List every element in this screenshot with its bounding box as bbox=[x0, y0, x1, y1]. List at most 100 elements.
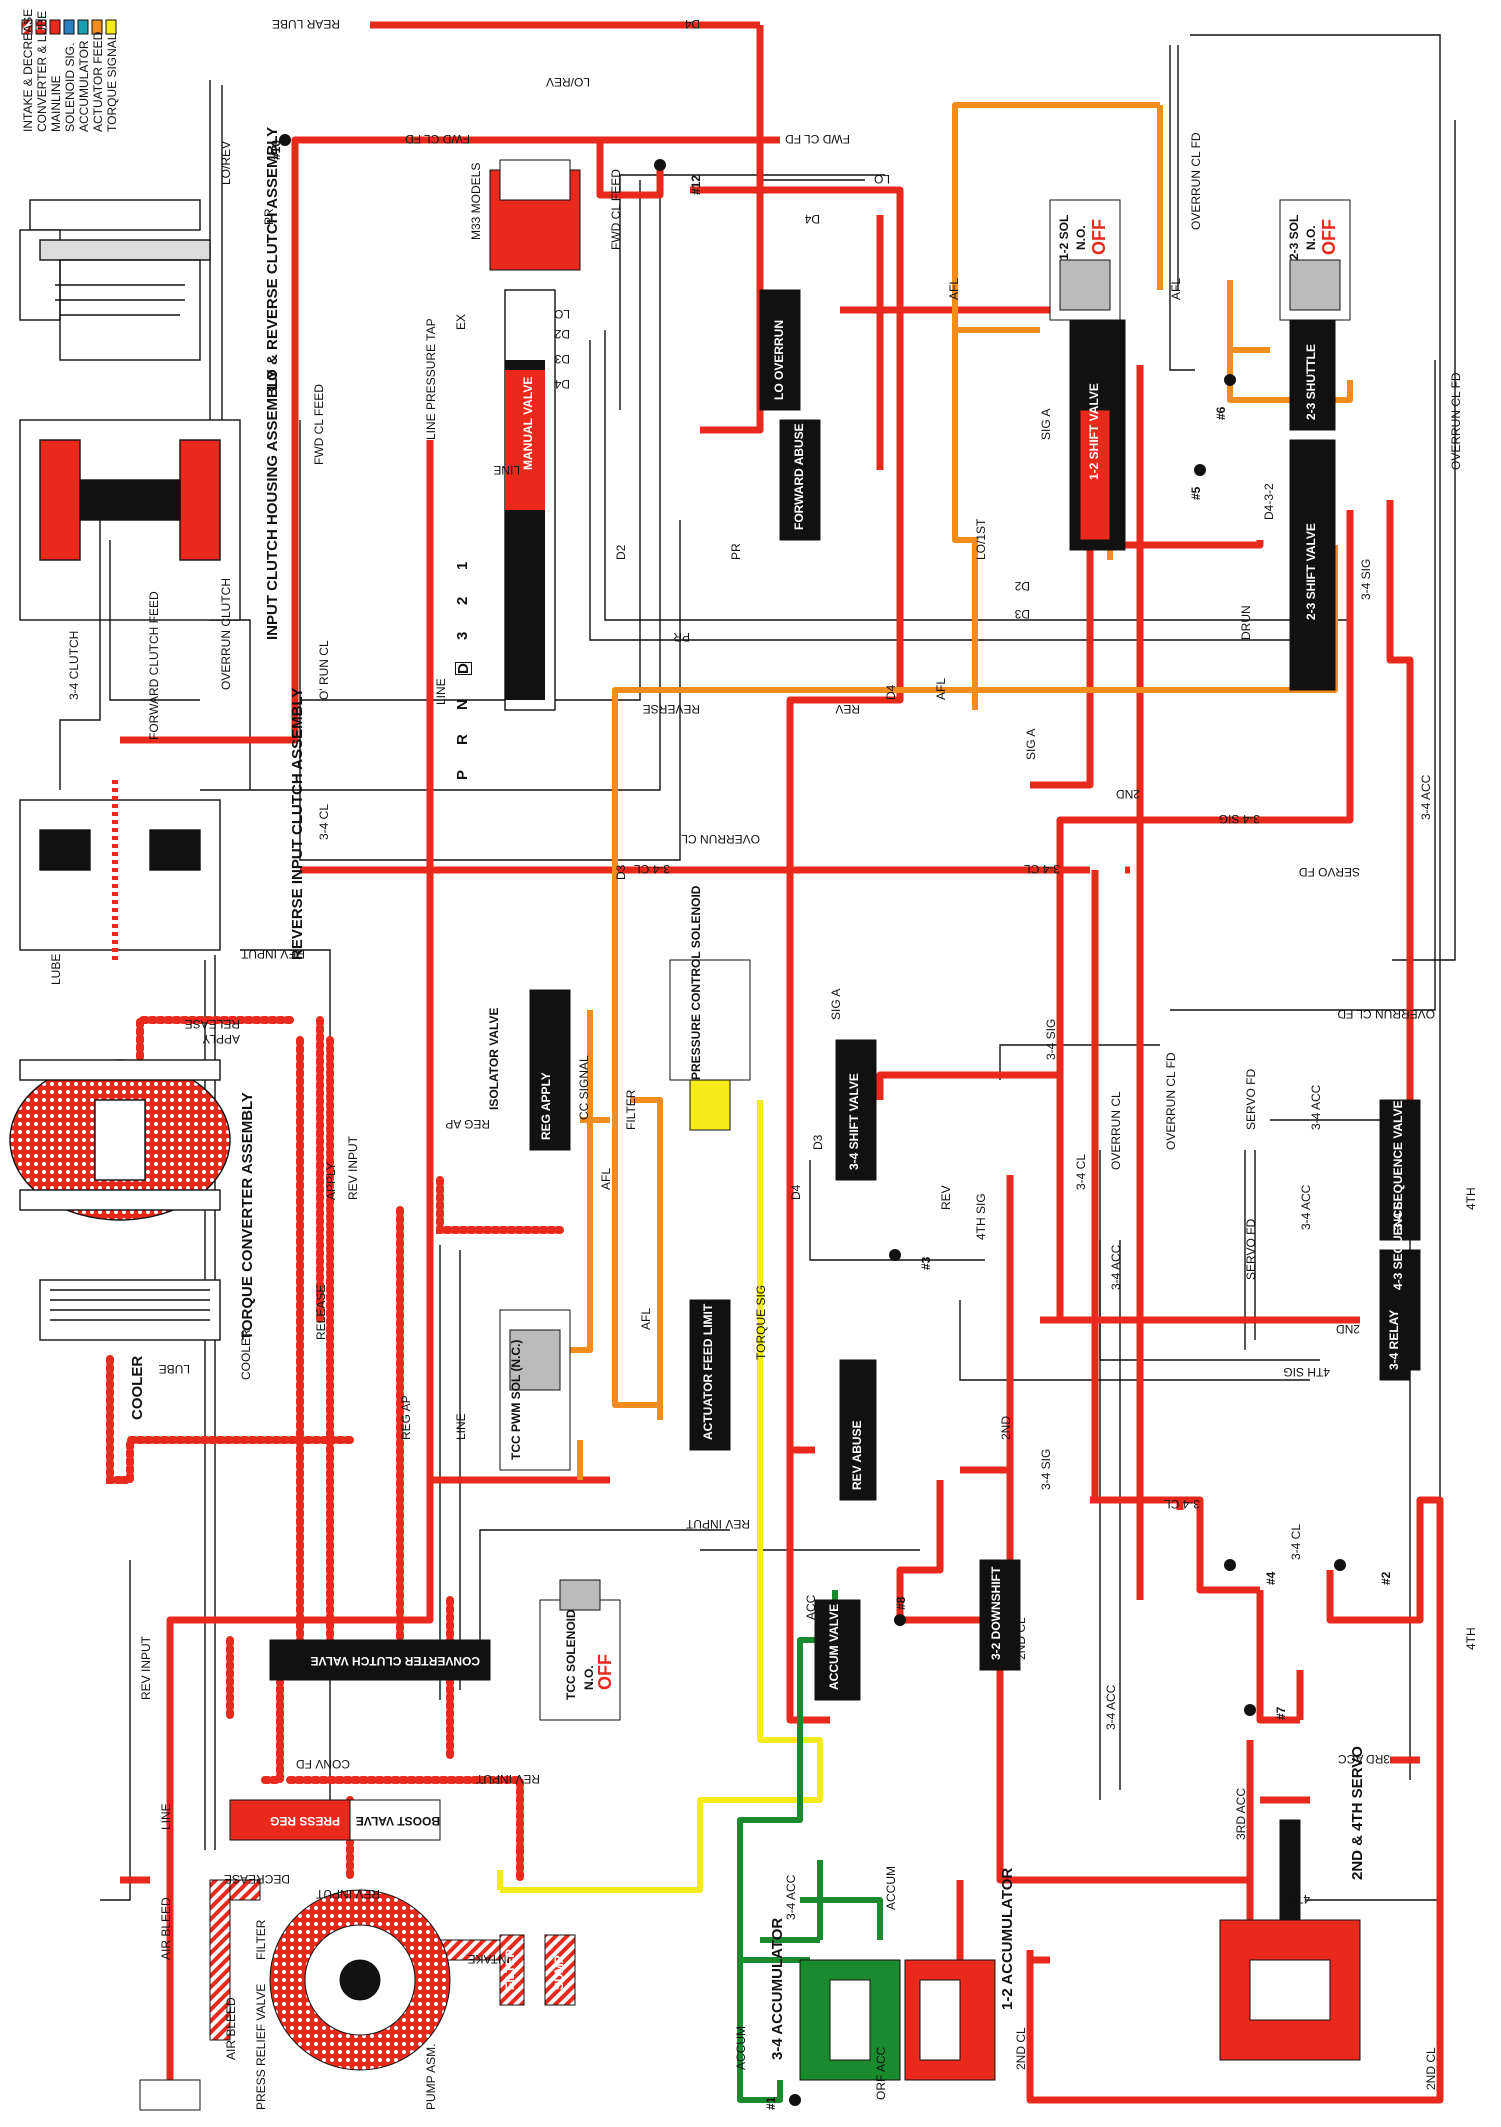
label-torque-converter: TORQUE CONVERTER ASSEMBLY bbox=[239, 1092, 256, 1340]
label-tcc-type: N.O. bbox=[582, 1665, 596, 1690]
passage-sig-a-2: SIG A bbox=[1024, 728, 1038, 760]
passage-apply-2: APPLY bbox=[324, 1162, 338, 1200]
label-sol-23-state: OFF bbox=[1319, 219, 1339, 255]
passage-decrease: DECREASE bbox=[223, 1872, 290, 1886]
check-ball-label-10: #10 bbox=[269, 139, 283, 160]
label-sol-12-name: 1-2 SOL bbox=[1057, 214, 1071, 260]
passage-34-acc-5: 3-4 ACC bbox=[1104, 1684, 1118, 1730]
passage-rev-input-1: REV INPUT bbox=[240, 947, 305, 961]
passage-34-cl-4: 3-4 CL bbox=[1163, 1497, 1200, 1511]
torque-signal-passages bbox=[497, 1100, 823, 1893]
passage-lo-1st: LO/1ST bbox=[974, 518, 988, 560]
passage-conv-fd: CONV FD bbox=[296, 1757, 350, 1771]
passage-rev-input-vert-2: REV INPUT bbox=[139, 1635, 153, 1700]
passage-overrun-cl-2: OVERRUN CL bbox=[1109, 1091, 1123, 1170]
passage-reg-ap-1: REG AP bbox=[445, 1117, 490, 1131]
passage-overrun-cl: OVERRUN CL bbox=[681, 832, 760, 846]
gear-position-2: 2 bbox=[454, 596, 471, 605]
passage-fwd-cl-fd-2: FWD CL FD bbox=[785, 132, 850, 146]
passage-drun: DRUN bbox=[1239, 605, 1253, 640]
passage-pr-1: PR bbox=[262, 208, 276, 225]
check-ball-label-12: #12 bbox=[689, 174, 703, 195]
label-pcs: PRESSURE CONTROL SOLENOID bbox=[689, 885, 703, 1080]
passage-d2-valve: D2 bbox=[554, 327, 570, 341]
passage-torque-sig: TORQUE SIG bbox=[754, 1284, 768, 1360]
passage-rear-lube: REAR LUBE bbox=[271, 17, 340, 31]
passage-34-cl-1: 3-4 CL bbox=[633, 862, 670, 876]
label-23-shuttle: 2-3 SHUTTLE bbox=[1304, 343, 1318, 420]
check-ball-8 bbox=[894, 1614, 906, 1626]
label-tcc-pwm: TCC PWM SOL (N.C.) bbox=[509, 1339, 523, 1460]
manual-valve-body bbox=[489, 159, 581, 711]
label-input-clutch: INPUT CLUTCH HOUSING ASSEMBLY bbox=[264, 369, 281, 640]
valve-spools bbox=[229, 289, 1421, 1841]
passage-afl-5: AFL bbox=[639, 1307, 653, 1330]
intake-passages bbox=[209, 1879, 576, 2041]
passage-rev-input-2: REV INPUT bbox=[685, 1517, 750, 1531]
label-sump: SUMP bbox=[552, 1955, 566, 1990]
label-lo-reverse-clutch: LO & REVERSE CLUTCH ASSEMBLY bbox=[264, 126, 281, 390]
passage-d3-vert: D3 bbox=[614, 864, 628, 880]
passage-rev-input-4: REV INPUT bbox=[315, 1887, 380, 1901]
passage-line-mid: LINE bbox=[454, 1413, 468, 1440]
passage-d432: D4-3-2 bbox=[1262, 483, 1276, 520]
mainline-passages bbox=[120, 21, 1444, 2104]
label-isolator-valve: ISOLATOR VALVE bbox=[487, 1007, 501, 1110]
passage-d4-vert-2: D4 bbox=[789, 1184, 803, 1200]
label-cooler: COOLER bbox=[129, 1355, 146, 1420]
passage-afl-3: AFL bbox=[934, 677, 948, 700]
label-pump: PUMP ASM. bbox=[424, 2043, 438, 2110]
passage-34-cl-5: 3-4 CL bbox=[1289, 1523, 1303, 1560]
passage-air-bleed-2: AIR BLEED bbox=[224, 1997, 238, 2060]
passage-2nd-cl-2: 2ND CL bbox=[1014, 1617, 1028, 1660]
check-ball-6 bbox=[1224, 374, 1236, 386]
passage-lube-2: LUBE bbox=[158, 1362, 190, 1376]
passage-34-cl-3: 3-4 CL bbox=[1074, 1153, 1088, 1190]
filter-symbol bbox=[499, 1934, 525, 2006]
label-boost-valve: BOOST VALVE bbox=[355, 1814, 440, 1828]
gear-position-d: D bbox=[455, 662, 472, 675]
legend-swatch-accumulator bbox=[77, 19, 89, 35]
label-sol-12-state: OFF bbox=[1089, 219, 1109, 255]
passage-4th-3: 4TH bbox=[1287, 1892, 1310, 1906]
passage-filter-2: FILTER bbox=[254, 1919, 268, 1960]
passage-overrun-cl-fd-3: OVERRUN CL FD bbox=[1337, 1007, 1435, 1021]
passage-d2-mid: D2 bbox=[1014, 579, 1030, 593]
passage-d2-vert: D2 bbox=[614, 544, 628, 560]
gear-position-r: R bbox=[454, 734, 471, 745]
legend-swatch-torque bbox=[105, 19, 117, 35]
legend-swatch-intake bbox=[21, 19, 33, 35]
passage-34-cl-vert: 3-4 CL bbox=[317, 803, 331, 840]
passage-34-sig-3: 3-4 SIG bbox=[1044, 1018, 1058, 1060]
passage-release-2: RELEASE bbox=[314, 1284, 328, 1340]
label-actuator-feed-limit: ACTUATOR FEED LIMIT bbox=[701, 1303, 715, 1440]
gear-position-p: P bbox=[454, 769, 471, 780]
check-ball-label-7: #7 bbox=[1274, 1706, 1288, 1720]
passage-rev-1: REV bbox=[835, 702, 860, 716]
legend-label-intake: INTAKE & DECREASE bbox=[21, 8, 35, 132]
passage-lube-1: LUBE bbox=[49, 953, 63, 985]
check-ball-12 bbox=[654, 159, 666, 171]
passage-34-acc-6: 3-4 ACC bbox=[784, 1874, 798, 1920]
passage-cooler: COOLER bbox=[239, 1329, 253, 1380]
gear-position-3: 3 bbox=[454, 631, 471, 640]
legend-label-torque: TORQUE SIGNAL bbox=[105, 33, 119, 132]
passage-2nd-cl-1: 2ND CL bbox=[1424, 2047, 1438, 2090]
check-ball-label-4: #4 bbox=[1264, 1571, 1278, 1585]
passage-lo-valve: LO bbox=[553, 307, 570, 321]
passage-lo-rev-vert: LO/REV bbox=[219, 140, 233, 185]
label-sol-23-name: 2-3 SOL bbox=[1287, 214, 1301, 260]
legend-label-accumulator: ACCUMULATOR bbox=[77, 40, 91, 132]
check-ball-4 bbox=[1224, 1559, 1236, 1571]
label-filter: FILTER bbox=[503, 1948, 517, 1990]
passage-34-acc-4: 3-4 ACC bbox=[1109, 1244, 1123, 1290]
passage-4th-sig-2: 4TH SIG bbox=[1283, 1365, 1330, 1379]
solenoid-23 bbox=[1279, 199, 1351, 321]
passage-reverse: REVERSE bbox=[642, 702, 700, 716]
passage-rev-input-3: REV INPUT bbox=[475, 1772, 540, 1786]
label-12-shift-valve: 1-2 SHIFT VALVE bbox=[1087, 383, 1101, 480]
label-reverse-input-clutch: REVERSE INPUT CLUTCH ASSEMBLY bbox=[289, 687, 306, 960]
passage-orf-acc: ORF ACC bbox=[874, 2046, 888, 2100]
legend-swatch-converter bbox=[35, 19, 47, 35]
label-accum-valve: ACCUM VALVE bbox=[827, 1603, 841, 1690]
